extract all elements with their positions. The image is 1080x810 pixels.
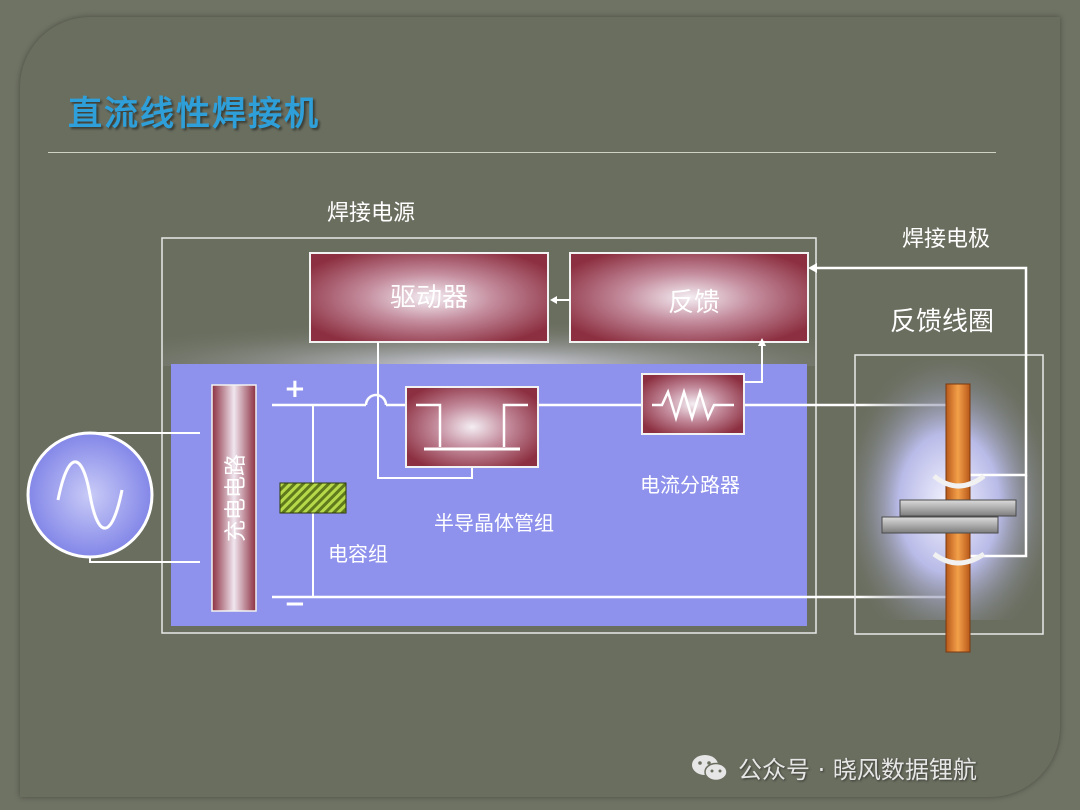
power-source-label: 焊接电源: [327, 201, 415, 226]
charging-circuit-label: 充电电路: [224, 454, 249, 542]
capacitor-group-label: 电容组: [328, 542, 388, 566]
transistor-left-lead: [416, 403, 442, 447]
coil-to-feedback-arrow: [808, 263, 817, 273]
watermark-text: 公众号 · 晓风数据锂航: [738, 756, 977, 784]
transistor-group-block: [405, 386, 539, 468]
sine-wave-icon: [56, 460, 124, 530]
plus-sign: +: [284, 374, 306, 404]
electrode-label: 焊接电极: [902, 227, 990, 252]
slide-title: 直流线性焊接机: [68, 94, 320, 134]
transistor-right-lead: [502, 403, 528, 447]
power-source-outline: [161, 237, 817, 634]
feedback-coil-wire-top: [815, 266, 1028, 477]
feedback-block: [569, 252, 809, 343]
shunt-to-feedback-line: [744, 345, 763, 383]
watermark: 公众号 · 晓风数据锂航: [690, 750, 977, 785]
feedback-to-driver-arrow: [550, 296, 557, 304]
current-shunt-label: 电流分路器: [640, 473, 740, 497]
minus-sign: −: [284, 589, 306, 619]
wechat-icon: [692, 754, 728, 781]
resistor-icon: [652, 387, 734, 423]
feedback-coil-label: 反馈线圈: [890, 307, 994, 337]
title-divider: [48, 152, 996, 153]
driver-block: [309, 252, 549, 343]
driver-label: 驱动器: [390, 283, 468, 313]
coil-turn-bottom: [932, 551, 986, 566]
transistor-group-label: 半导晶体管组: [434, 511, 554, 535]
charging-circuit-block: [211, 384, 257, 612]
capacitor-icon: [279, 482, 347, 514]
coil-turn-top: [932, 473, 986, 489]
workpiece-upper: [899, 499, 1017, 517]
feedback-label: 反馈: [668, 288, 720, 318]
workpiece-lower: [881, 516, 999, 534]
shunt-to-feedback-arrow: [758, 338, 766, 346]
wire-crossover: [364, 393, 388, 406]
ac-wire-bottom: [89, 557, 200, 563]
